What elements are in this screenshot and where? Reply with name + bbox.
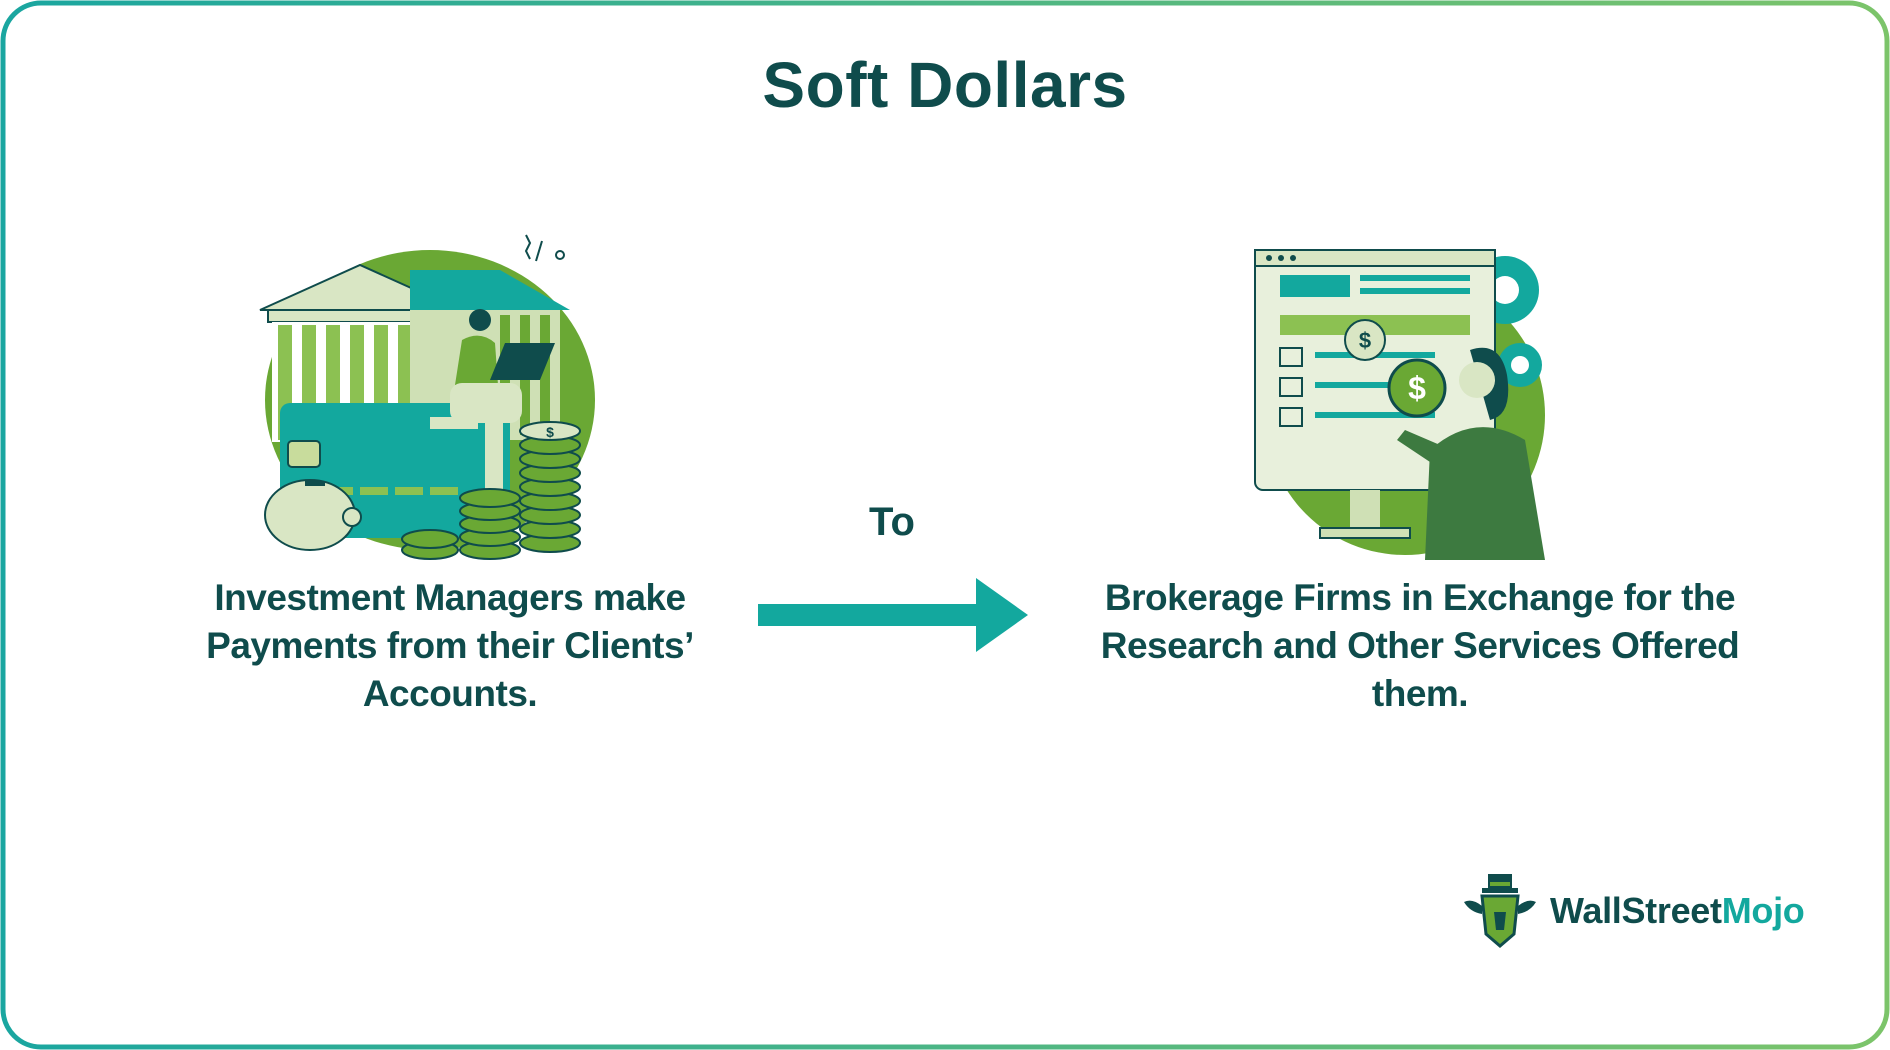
brand-name-part2: Mojo <box>1721 890 1805 931</box>
sparkle-icon <box>524 234 565 262</box>
brand-name: WallStreetMojo <box>1550 890 1805 932</box>
piggy-bank-icon <box>264 479 362 551</box>
right-caption-line: Research and Other Services Offered <box>1100 625 1740 666</box>
woman-presenting-icon <box>1397 347 1545 560</box>
right-caption-line: them. <box>1371 673 1469 714</box>
brokerage-research-illustration: $ $ <box>1254 249 1545 560</box>
dollar-coin-icon <box>1344 319 1447 418</box>
coin-stacks-icon <box>401 421 581 560</box>
left-caption-line: Accounts. <box>362 673 538 714</box>
coin-dollar-sign-large: $ <box>1408 370 1426 406</box>
left-caption: Investment Managers make Payments from t… <box>160 574 740 718</box>
brand-logo: WallStreetMojo <box>1460 872 1840 952</box>
investment-manager-illustration: $ <box>259 234 595 560</box>
person-with-laptop-icon <box>450 309 555 500</box>
connector-label: To <box>869 500 915 544</box>
bull-logo-icon <box>1464 874 1536 948</box>
right-caption: Brokerage Firms in Exchange for the Rese… <box>1060 574 1780 718</box>
coin-dollar-sign: $ <box>546 424 554 440</box>
monitor-icon <box>1254 249 1496 539</box>
page-title: Soft Dollars <box>762 49 1128 121</box>
left-caption-line: Payments from their Clients’ <box>206 625 694 666</box>
right-arrow-icon <box>758 578 1028 652</box>
coin-dollar-sign-small: $ <box>1359 328 1371 353</box>
brand-name-part1: WallStreet <box>1550 890 1722 931</box>
left-caption-line: Investment Managers make <box>214 577 686 618</box>
right-caption-line: Brokerage Firms in Exchange for the <box>1104 577 1736 618</box>
